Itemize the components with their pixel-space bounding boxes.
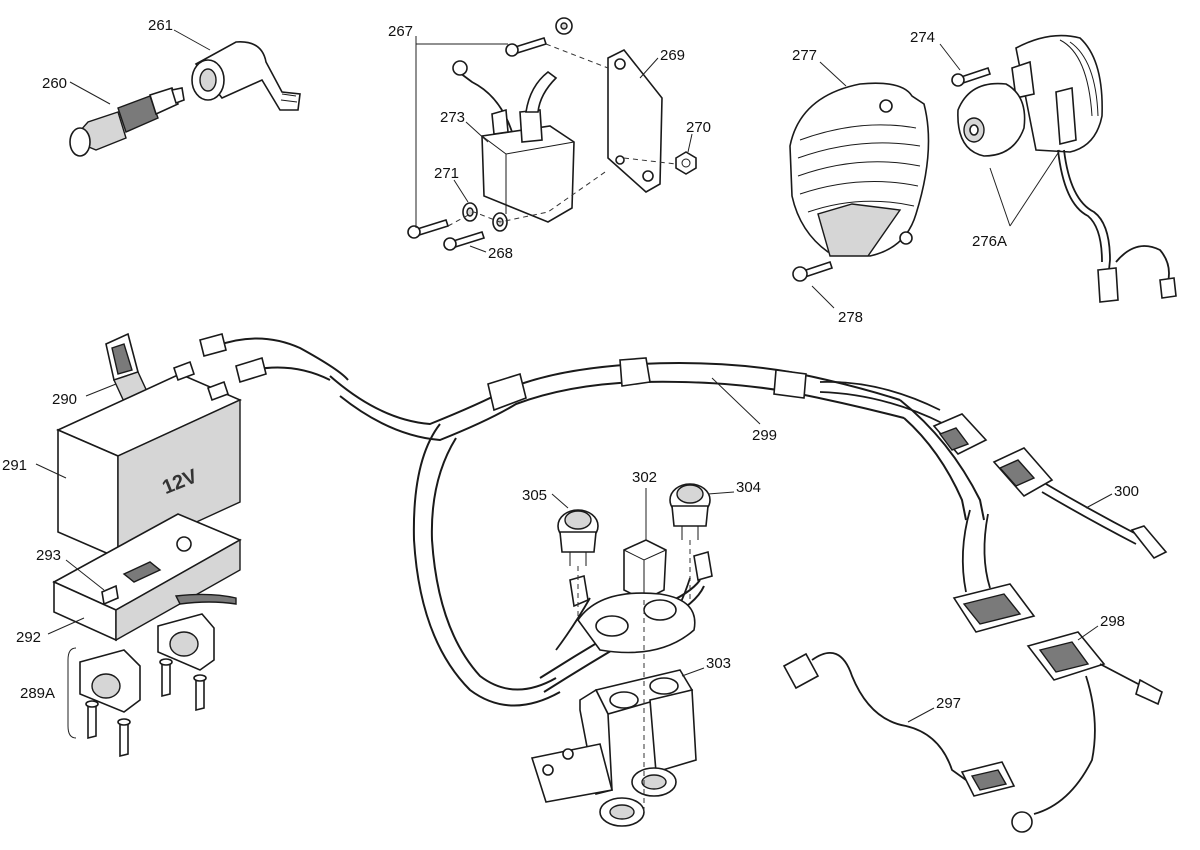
- part-271-washers: [462, 202, 508, 232]
- label-297: 297: [936, 695, 961, 712]
- leader-300: [1085, 493, 1113, 509]
- part-305-push-button: [557, 509, 599, 566]
- label-292: 292: [16, 629, 41, 646]
- part-260-spark-plug: [69, 87, 185, 157]
- label-278: 278: [838, 309, 863, 326]
- part-268-screw-lower: [443, 231, 486, 251]
- leader-292: [47, 617, 85, 635]
- part-302-cover: [623, 539, 667, 601]
- label-299: 299: [752, 427, 777, 444]
- label-268: 268: [488, 245, 513, 262]
- label-277: 277: [792, 47, 817, 64]
- label-276a: 276A: [972, 233, 1007, 250]
- label-267: 267: [388, 23, 413, 40]
- part-267-screws-upper: [407, 17, 573, 239]
- assembly-lines-bracket: [577, 540, 691, 812]
- leader-297: [907, 707, 935, 723]
- leader-268: [469, 245, 487, 253]
- label-290: 290: [52, 391, 77, 408]
- leader-270: [687, 133, 693, 153]
- leader-304: [707, 491, 735, 495]
- label-305: 305: [522, 487, 547, 504]
- label-303: 303: [706, 655, 731, 672]
- part-298-power-connector: [952, 509, 1163, 833]
- part-299-wiring-harness: [199, 333, 985, 707]
- label-300: 300: [1114, 483, 1139, 500]
- part-292-battery-tray: [52, 513, 242, 642]
- leader-277: [819, 61, 847, 87]
- part-277-flywheel-cover: [789, 82, 930, 257]
- leader-299: [711, 377, 761, 425]
- part-278-screw: [792, 260, 834, 282]
- bracket-289a: [67, 647, 77, 739]
- part-304-push-button: [669, 483, 711, 540]
- label-289a: 289A: [20, 685, 55, 702]
- label-273: 273: [440, 109, 465, 126]
- leader-274: [939, 43, 961, 71]
- leader-303: [681, 667, 705, 677]
- leader-298: [1077, 625, 1099, 641]
- part-269-coil-mount-plate: [607, 48, 663, 193]
- label-261: 261: [148, 17, 173, 34]
- part-273-ignition-coil: [452, 60, 575, 223]
- label-293: 293: [36, 547, 61, 564]
- leader-305: [551, 493, 569, 509]
- leader-290: [85, 383, 117, 397]
- label-291: 291: [2, 457, 27, 474]
- label-269: 269: [660, 47, 685, 64]
- assembly-lines-coil: [447, 43, 677, 227]
- leader-269: [639, 57, 659, 79]
- part-261-spark-plug-cap: [191, 41, 301, 111]
- leader-271: [453, 179, 469, 203]
- part-276a-stator: [957, 34, 1177, 303]
- leader-293: [65, 559, 105, 591]
- label-298: 298: [1100, 613, 1125, 630]
- leader-261: [173, 29, 211, 51]
- part-297-wire-lead: [782, 651, 1016, 797]
- label-274: 274: [910, 29, 935, 46]
- leader-260: [69, 81, 111, 105]
- label-271: 271: [434, 165, 459, 182]
- part-274-screw: [951, 66, 992, 87]
- leader-273: [465, 121, 489, 143]
- part-289a-clamp-set: [79, 613, 215, 758]
- leader-276a: [989, 149, 1061, 227]
- leader-278: [811, 285, 835, 309]
- part-303-switch-bracket: [530, 550, 713, 827]
- part-291-battery: 12V: [56, 360, 242, 560]
- leader-291: [35, 463, 67, 479]
- label-302: 302: [632, 469, 657, 486]
- label-304: 304: [736, 479, 761, 496]
- part-293-screw: [101, 536, 192, 606]
- part-270-nut: [675, 151, 697, 175]
- label-270: 270: [686, 119, 711, 136]
- label-260: 260: [42, 75, 67, 92]
- part-300-sensor-connector: [932, 413, 1168, 560]
